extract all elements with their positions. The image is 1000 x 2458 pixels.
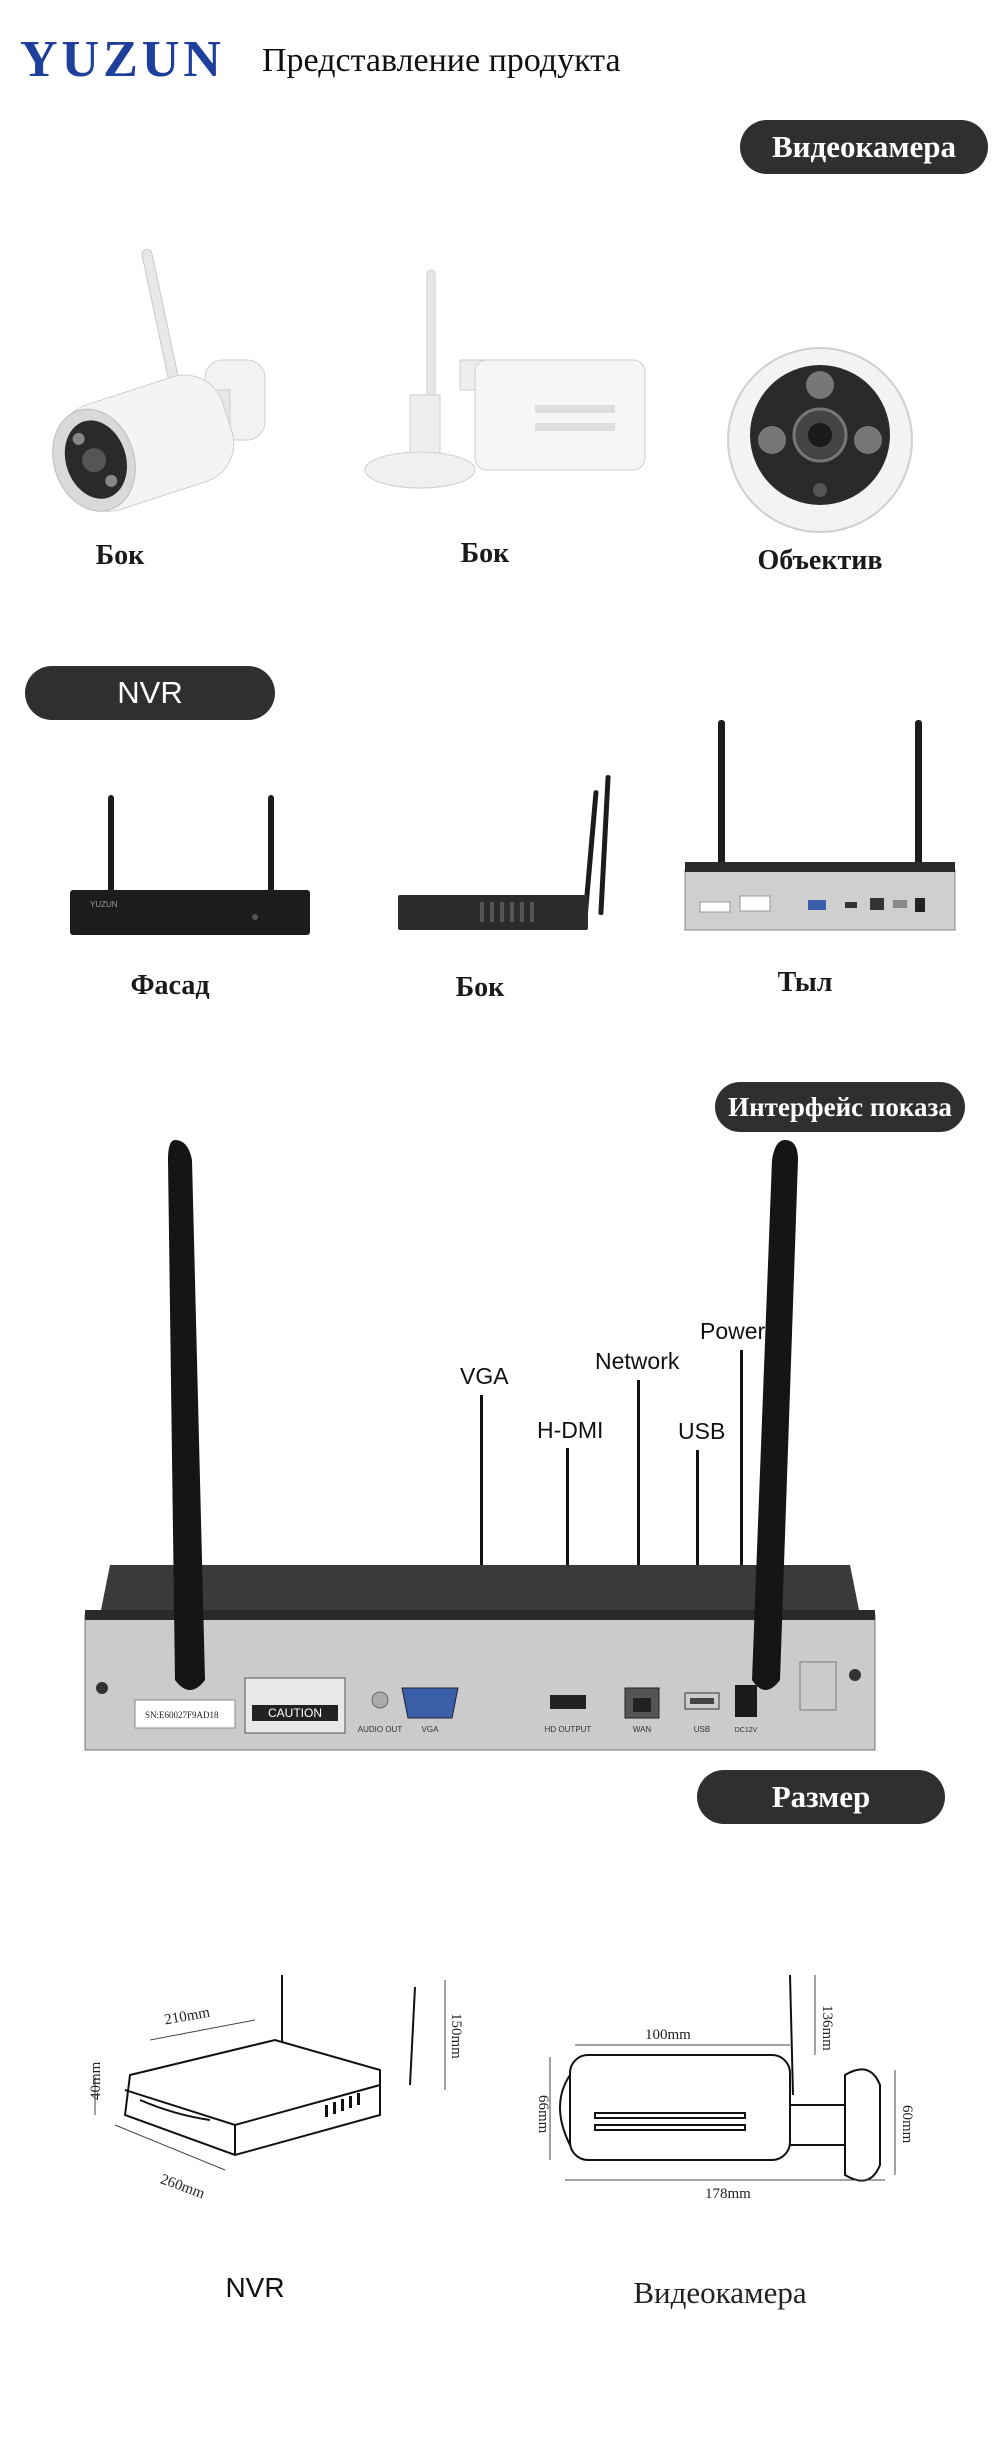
camera-side-image: [52, 248, 266, 512]
camera-side-image-2: [364, 269, 646, 489]
callout-line-power: [740, 1350, 743, 1695]
nvr-caption-back: Тыл: [777, 967, 833, 998]
callout-network: Network: [595, 1348, 680, 1374]
svg-text:USB: USB: [694, 1725, 710, 1734]
svg-text:260mm: 260mm: [158, 2172, 207, 2203]
callout-line-network: [637, 1380, 640, 1695]
svg-text:DC12V: DC12V: [735, 1727, 758, 1734]
camera-caption-side-2: Бок: [460, 538, 510, 569]
nvr-dimension-drawing: 210mm 260mm 40mm 150mm: [88, 1975, 464, 2203]
svg-text:VGA: VGA: [422, 1725, 440, 1734]
camera-caption-lens: Объектив: [757, 545, 883, 576]
camera-dimension-drawing: 100mm 178mm 66mm 136mm 60mm: [535, 1974, 915, 2202]
nvr-back-image: [684, 720, 956, 931]
svg-text:150mm: 150mm: [448, 2013, 464, 2059]
nvr-caption-front: Фасад: [130, 970, 210, 1001]
callout-vga: VGA: [460, 1363, 509, 1389]
svg-text:136mm: 136mm: [819, 2005, 835, 2051]
callout-hdmi: H-DMI: [537, 1417, 604, 1443]
svg-text:210mm: 210mm: [163, 2005, 211, 2029]
nvr-caption-side: Бок: [455, 972, 505, 1003]
nvr-side-image: [398, 775, 611, 930]
size-caption-camera: Видеокамера: [633, 2275, 807, 2310]
brand-logo: YUZUN: [20, 31, 225, 88]
svg-text:100mm: 100mm: [645, 2027, 691, 2043]
nvr-front-image: YUZUN: [70, 795, 310, 935]
svg-text:SN:E60027F9AD18: SN:E60027F9AD18: [145, 1710, 219, 1720]
section-pill-camera: Видеокамера: [740, 120, 988, 174]
nvr-rear-panel: SN:E60027F9AD18 CAUTION AUDIO OUT VGA HD…: [84, 1140, 876, 1751]
section-pill-interface: Интерфейс показа: [715, 1082, 965, 1132]
svg-text:40mm: 40mm: [88, 2061, 104, 2100]
page-title: Представление продукта: [262, 42, 621, 79]
svg-text:YUZUN: YUZUN: [90, 900, 118, 909]
size-caption-nvr: NVR: [225, 2272, 285, 2303]
svg-text:66mm: 66mm: [535, 2095, 551, 2134]
svg-text:178mm: 178mm: [705, 2186, 751, 2202]
section-pill-size: Размер: [697, 1770, 945, 1824]
svg-text:60mm: 60mm: [899, 2105, 915, 2144]
svg-text:WAN: WAN: [633, 1725, 652, 1734]
callout-line-vga: [480, 1395, 483, 1695]
camera-lens-image: [727, 347, 913, 533]
svg-text:CAUTION: CAUTION: [268, 1706, 322, 1720]
section-pill-nvr: NVR: [25, 666, 275, 720]
svg-text:HD OUTPUT: HD OUTPUT: [545, 1725, 592, 1734]
camera-caption-side: Бок: [95, 540, 145, 571]
callout-usb: USB: [678, 1418, 726, 1444]
svg-text:AUDIO OUT: AUDIO OUT: [358, 1725, 403, 1734]
callout-power: Power: [700, 1318, 766, 1344]
